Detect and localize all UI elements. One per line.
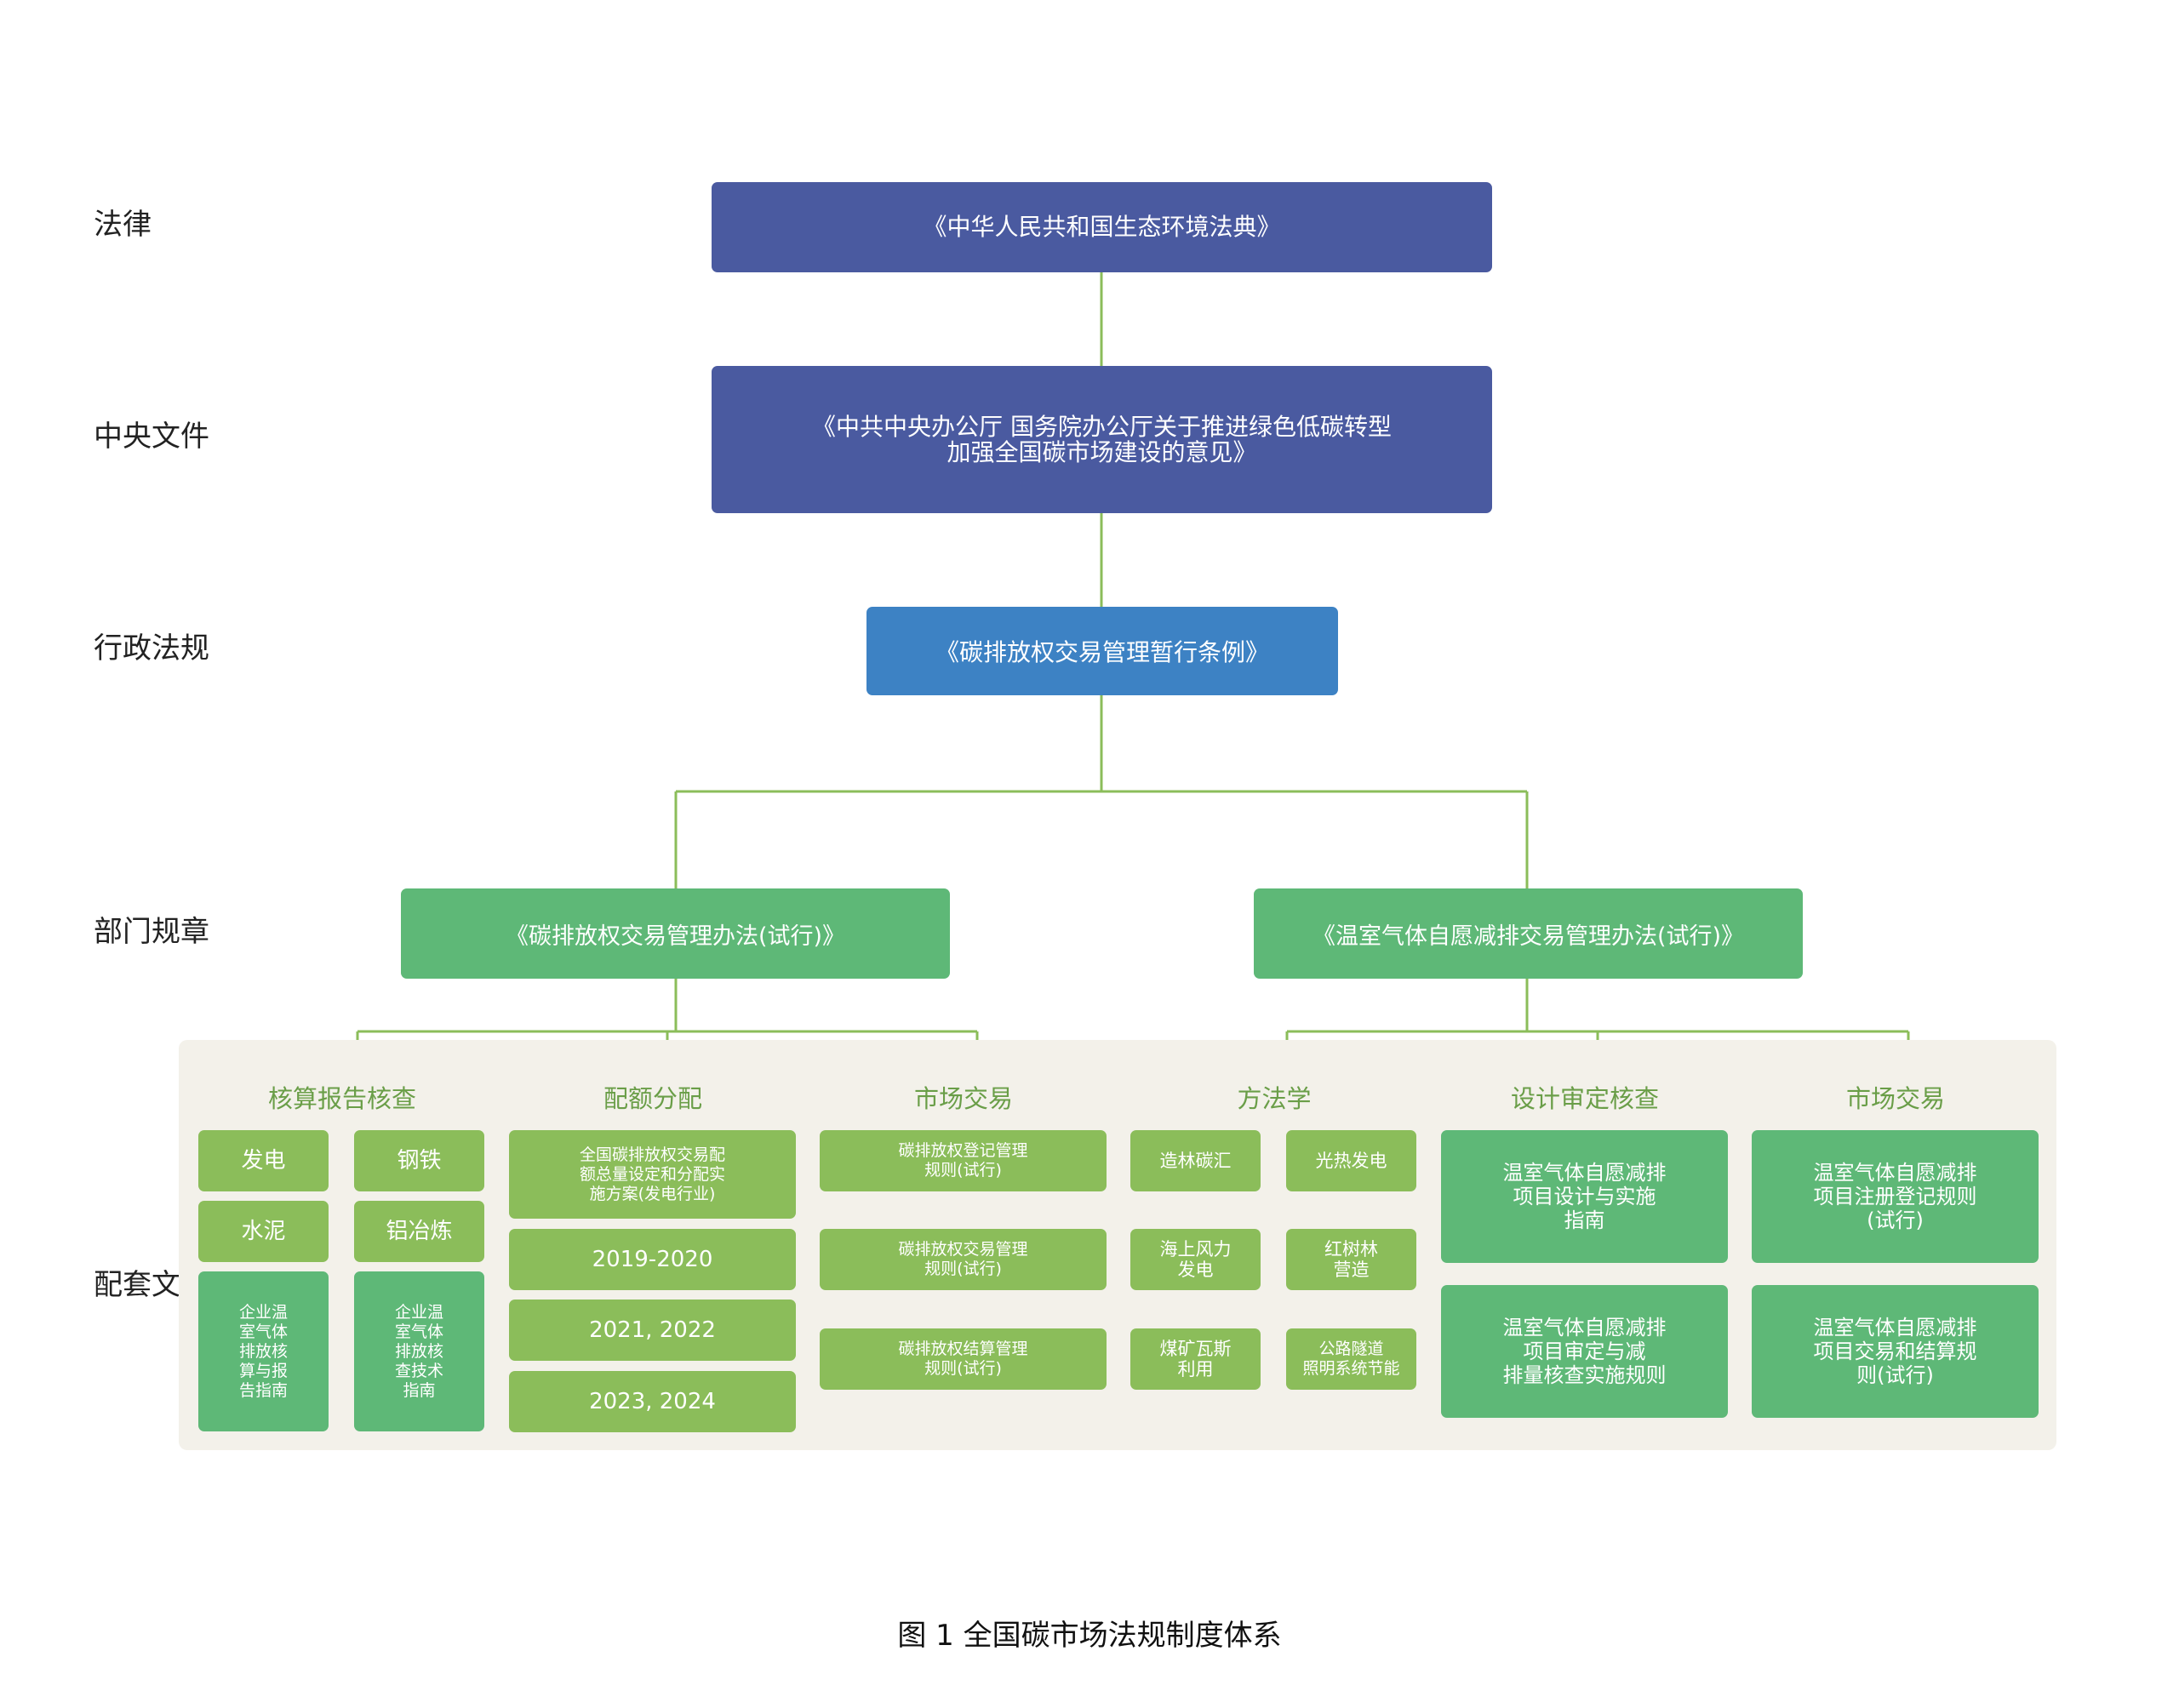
doc-item: 2019-2020 bbox=[509, 1229, 796, 1290]
admin-regulation-box: 《碳排放权交易管理暂行条例》 bbox=[866, 607, 1338, 695]
doc-item: 温室气体自愿减排 项目注册登记规则 (试行) bbox=[1752, 1130, 2039, 1263]
doc-item: 企业温 室气体 排放核 算与报 告指南 bbox=[198, 1271, 329, 1431]
doc-item: 碳排放权登记管理 规则(试行) bbox=[820, 1130, 1107, 1191]
doc-item: 温室气体自愿减排 项目交易和结算规 则(试行) bbox=[1752, 1285, 2039, 1418]
law-box: 《中华人民共和国生态环境法典》 bbox=[712, 182, 1492, 272]
doc-item: 公路隧道 照明系统节能 bbox=[1286, 1328, 1416, 1390]
dept-rule-right-box: 《温室气体自愿减排交易管理办法(试行)》 bbox=[1254, 888, 1803, 979]
doc-item: 造林碳汇 bbox=[1130, 1130, 1261, 1191]
doc-item: 钢铁 bbox=[354, 1130, 484, 1191]
row-label-dept: 部门规章 bbox=[94, 915, 209, 949]
doc-item: 2023, 2024 bbox=[509, 1371, 796, 1432]
doc-item: 碳排放权交易管理 规则(试行) bbox=[820, 1229, 1107, 1290]
row-label-admin: 行政法规 bbox=[94, 631, 209, 665]
doc-item: 企业温 室气体 排放核 查技术 指南 bbox=[354, 1271, 484, 1431]
column-title-market-trading: 市场交易 bbox=[913, 1084, 1013, 1113]
doc-item: 海上风力 发电 bbox=[1130, 1229, 1261, 1290]
doc-item: 光热发电 bbox=[1286, 1130, 1416, 1191]
column-title-methodology: 方法学 bbox=[1237, 1084, 1312, 1113]
column-title-accounting: 核算报告核查 bbox=[267, 1084, 416, 1113]
column-title-allocation: 配额分配 bbox=[603, 1084, 702, 1113]
row-label-law: 法律 bbox=[94, 208, 152, 242]
doc-item: 温室气体自愿减排 项目审定与减 排量核查实施规则 bbox=[1441, 1285, 1728, 1418]
central-document-box: 《中共中央办公厅 国务院办公厅关于推进绿色低碳转型 加强全国碳市场建设的意见》 bbox=[712, 366, 1492, 513]
figure-caption: 图 1 全国碳市场法规制度体系 bbox=[897, 1619, 1282, 1653]
row-label-central: 中央文件 bbox=[94, 420, 209, 454]
doc-item: 2021, 2022 bbox=[509, 1300, 796, 1361]
doc-item: 全国碳排放权交易配 额总量设定和分配实 施方案(发电行业) bbox=[509, 1130, 796, 1219]
doc-item: 煤矿瓦斯 利用 bbox=[1130, 1328, 1261, 1390]
column-title-validation: 设计审定核查 bbox=[1510, 1084, 1659, 1113]
doc-item: 温室气体自愿减排 项目设计与实施 指南 bbox=[1441, 1130, 1728, 1263]
doc-item: 发电 bbox=[198, 1130, 329, 1191]
doc-item: 水泥 bbox=[198, 1201, 329, 1262]
supporting-documents-panel bbox=[179, 1040, 2056, 1450]
doc-item: 铝冶炼 bbox=[354, 1201, 484, 1262]
dept-rule-left-box: 《碳排放权交易管理办法(试行)》 bbox=[401, 888, 950, 979]
column-title-ccer-trading: 市场交易 bbox=[1845, 1084, 1945, 1113]
doc-item: 碳排放权结算管理 规则(试行) bbox=[820, 1328, 1107, 1390]
doc-item: 红树林 营造 bbox=[1286, 1229, 1416, 1290]
